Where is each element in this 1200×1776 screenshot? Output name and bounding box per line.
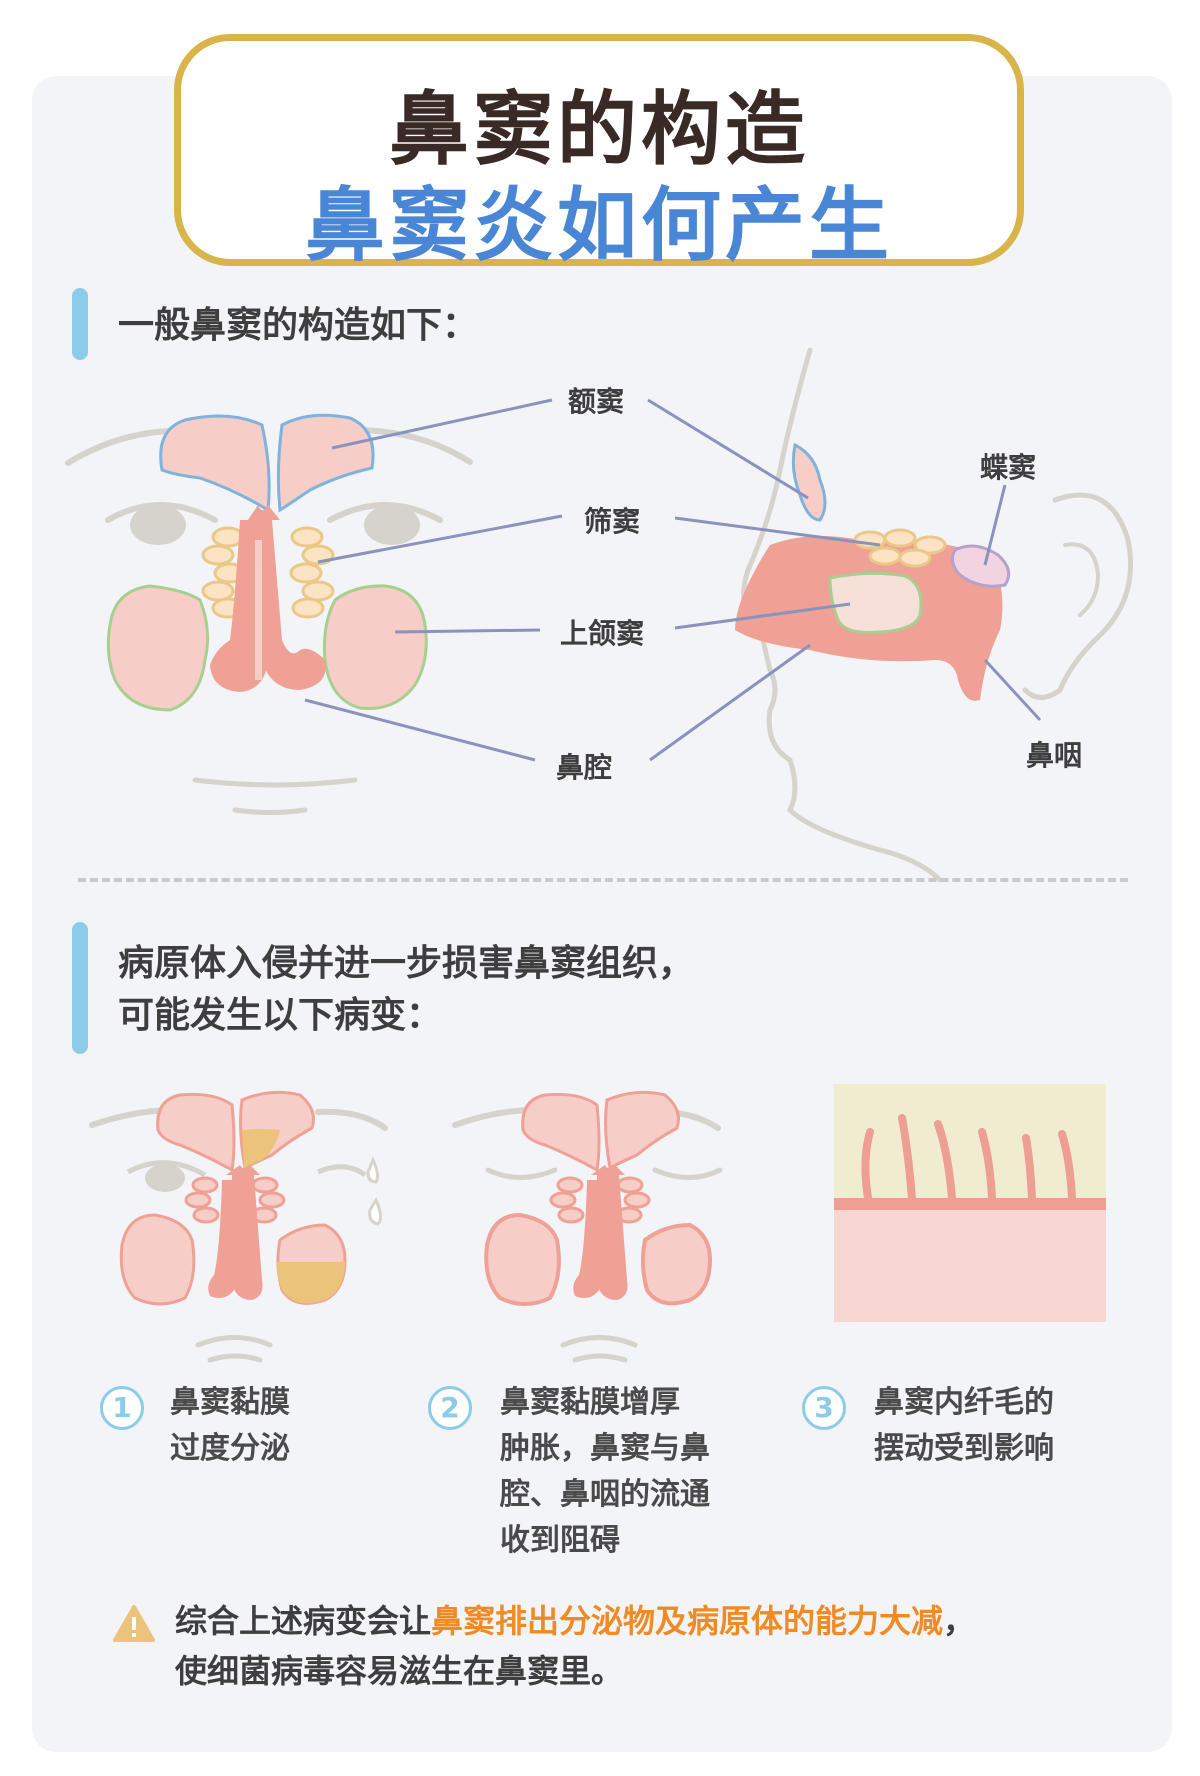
page-subtitle: 鼻窦炎如何产生 — [305, 179, 893, 272]
warning-highlight: 鼻窦排出分泌物及病原体的能力大减 — [431, 1602, 944, 1640]
change-2-line1: 鼻窦黏膜增厚 — [500, 1385, 680, 1420]
label-nasopharynx: 鼻咽 — [1026, 739, 1083, 772]
section2-heading-line1: 病原体入侵并进一步损害鼻窦组织， — [118, 943, 695, 984]
warning-line2: 使细菌病毒容易滋生在鼻窦里。 — [175, 1652, 624, 1690]
label-ethmoid-sinus: 筛窦 — [584, 505, 641, 538]
section1-heading: 一般鼻窦的构造如下： — [118, 305, 479, 346]
section2-heading-line2: 可能发生以下病变： — [118, 995, 443, 1036]
change-1-line1: 鼻窦黏膜 — [170, 1385, 290, 1420]
change-2-line3: 腔、鼻咽的流通 — [500, 1477, 710, 1512]
section2-accent-bar — [72, 922, 88, 1054]
change-number-3: 3 — [802, 1386, 846, 1430]
label-maxillary-sinus: 上颌窦 — [560, 617, 645, 650]
change-1-line2: 过度分泌 — [170, 1431, 290, 1466]
change-item-1: 鼻窦黏膜 过度分泌 — [170, 1380, 290, 1472]
title-box: 鼻窦的构造 鼻窦炎如何产生 — [174, 34, 1024, 272]
label-frontal-sinus: 额窦 — [568, 385, 625, 418]
warning-text: 综合上述病变会让鼻窦排出分泌物及病原体的能力大减， 使细菌病毒容易滋生在鼻窦里。 — [175, 1596, 1135, 1696]
change-item-2: 鼻窦黏膜增厚 肿胀，鼻窦与鼻 腔、鼻咽的流通 收到阻碍 — [500, 1380, 710, 1564]
page-title: 鼻窦的构造 — [389, 83, 809, 176]
warning-icon — [113, 1605, 155, 1642]
warning-line1: 综合上述病变会让鼻窦排出分泌物及病原体的能力大减， — [175, 1596, 1135, 1646]
change-2-line4: 收到阻碍 — [500, 1523, 620, 1558]
warning-prefix: 综合上述病变会让 — [175, 1602, 432, 1640]
change-2-line2: 肿胀，鼻窦与鼻 — [500, 1431, 710, 1466]
change-number-2: 2 — [428, 1386, 472, 1430]
section-divider — [78, 878, 1128, 882]
label-sphenoid-sinus: 蝶窦 — [980, 451, 1037, 484]
label-nasal-cavity: 鼻腔 — [556, 751, 613, 784]
warning-suffix: ， — [943, 1602, 976, 1640]
change-3-line1: 鼻窦内纤毛的 — [874, 1385, 1054, 1420]
change-3-line2: 摆动受到影响 — [874, 1431, 1054, 1466]
section1-accent-bar — [72, 288, 88, 360]
change-number-1: 1 — [100, 1386, 144, 1430]
change-item-3: 鼻窦内纤毛的 摆动受到影响 — [874, 1380, 1054, 1472]
content-card — [32, 76, 1172, 1752]
